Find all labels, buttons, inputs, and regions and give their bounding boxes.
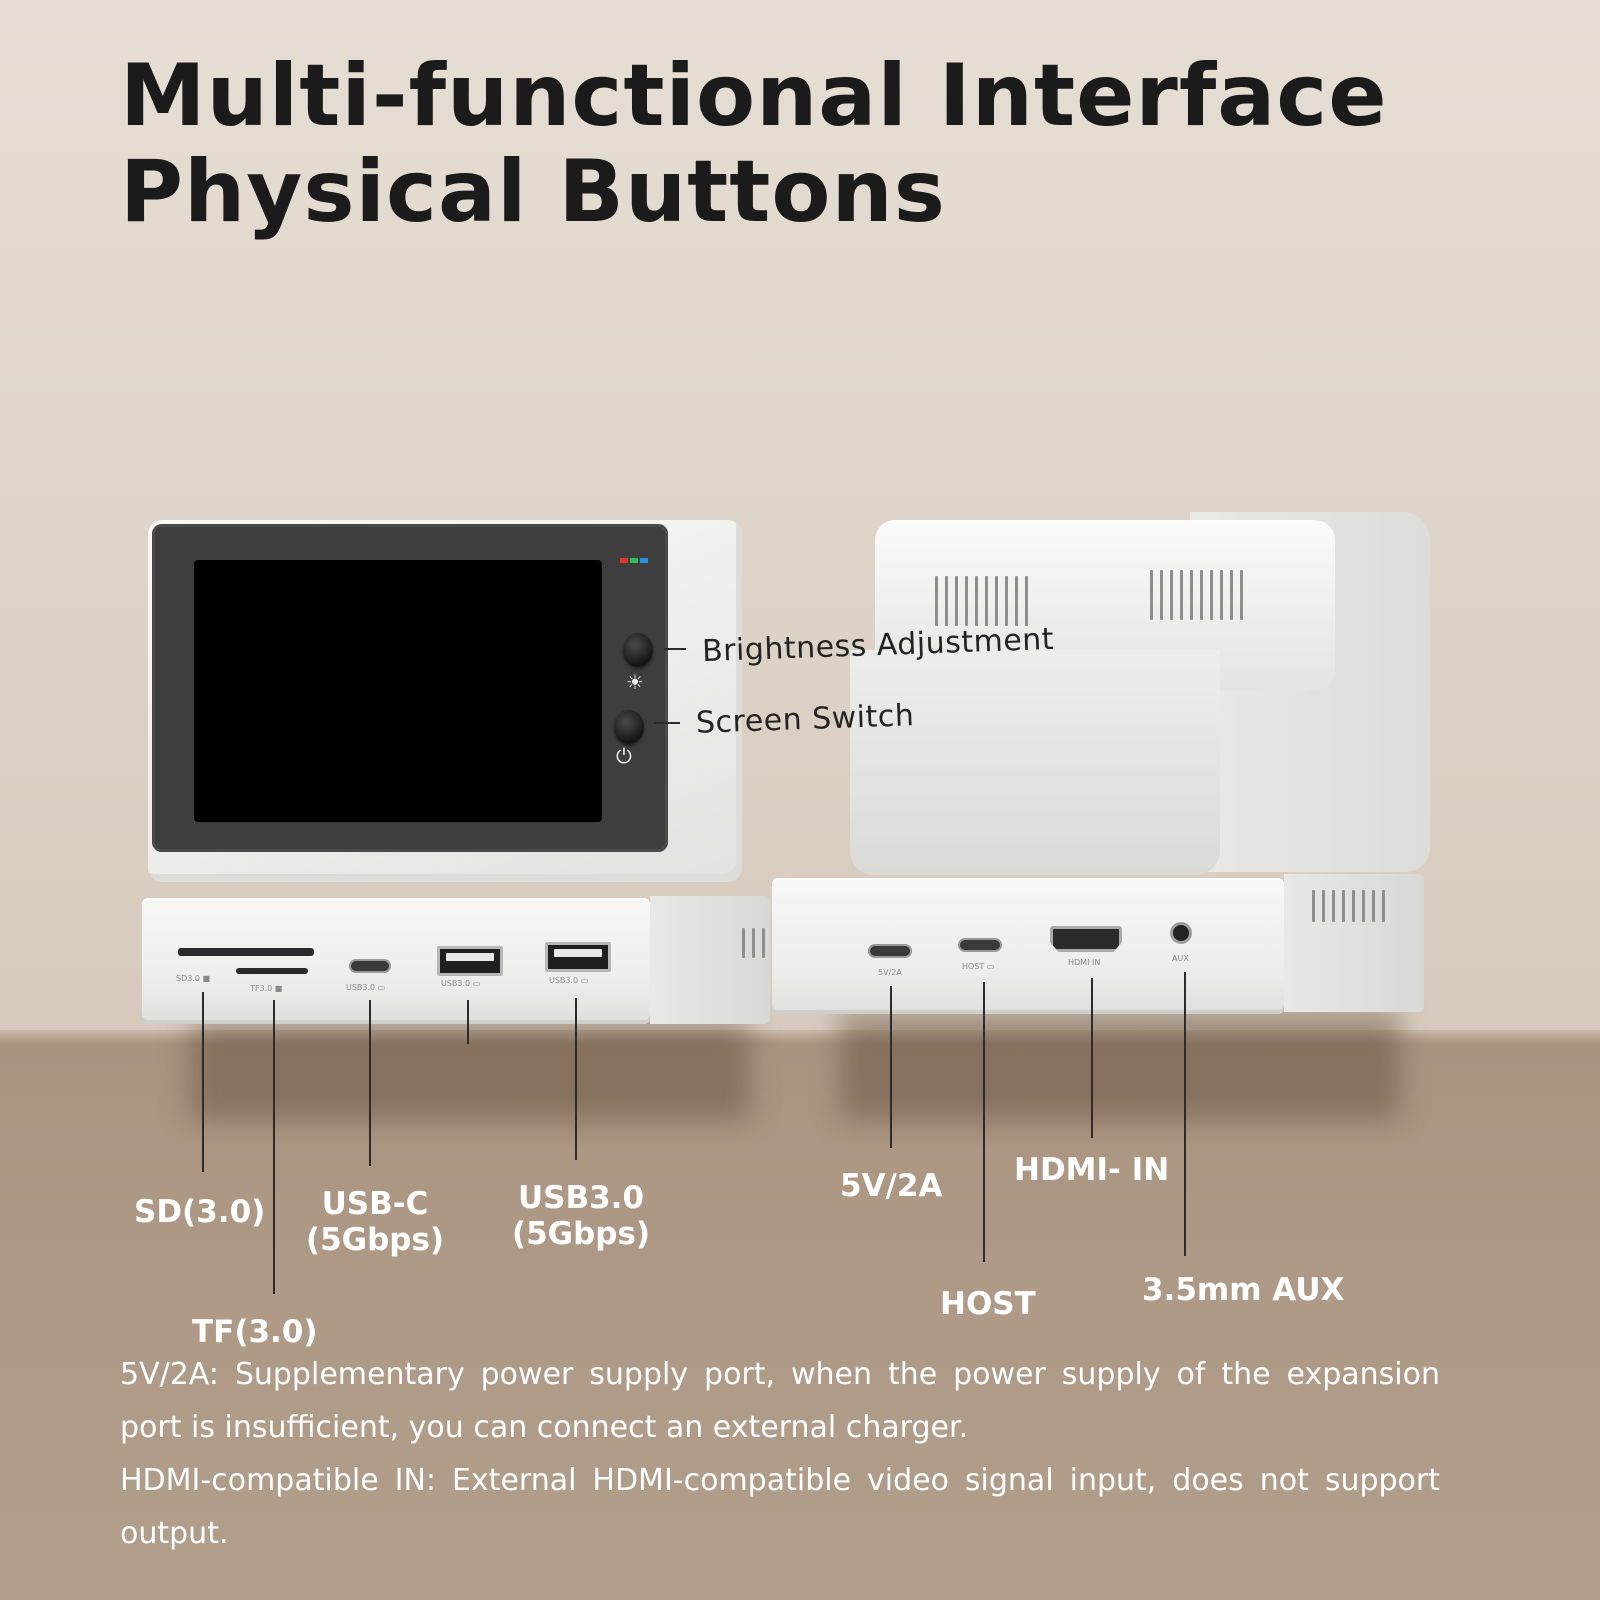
device-rear-shadow <box>840 1010 1400 1120</box>
usb-a-2-leader-line <box>575 998 577 1160</box>
host-usb-c-port[interactable] <box>958 938 1002 952</box>
usb-a-2-marking: USB3.0 ▭ <box>549 976 589 985</box>
usb3-label: USB3.0 (5Gbps) <box>496 1180 666 1252</box>
title-line-1: Multi-functional Interface <box>120 46 1388 146</box>
rear-vent-right <box>1150 570 1243 620</box>
brightness-knob[interactable] <box>623 633 653 667</box>
table-surface <box>0 1040 1600 1600</box>
usb-c-label: USB-C (5Gbps) <box>290 1186 460 1258</box>
hdmi-in-port[interactable] <box>1050 926 1122 952</box>
port-description-notes: 5V/2A: Supplementary power supply port, … <box>120 1348 1440 1560</box>
brightness-leader-line <box>664 648 686 650</box>
host-leader-line <box>983 982 985 1262</box>
aux-jack[interactable] <box>1170 922 1192 944</box>
led-red <box>620 558 628 563</box>
aux-marking: AUX <box>1172 954 1189 963</box>
sd-slot-marking: SD3.0 ■ <box>176 974 211 983</box>
tf-card-slot[interactable] <box>236 968 308 974</box>
power-label: 5V/2A <box>840 1168 943 1204</box>
power-usb-c-port[interactable] <box>868 944 912 958</box>
usb-a-port-2[interactable] <box>545 942 611 972</box>
host-label: HOST <box>940 1286 1036 1322</box>
hdmi-leader-line <box>1091 978 1093 1138</box>
host-port-marking: HOST ▭ <box>962 962 995 971</box>
power-leader-line <box>890 986 892 1148</box>
sd-leader-line <box>202 992 204 1172</box>
usb-c-label-line-1: USB-C <box>321 1186 429 1222</box>
tf-label: TF(3.0) <box>192 1314 318 1350</box>
usb-c-port[interactable] <box>349 959 391 973</box>
aux-leader-line <box>1184 972 1186 1256</box>
usb3-label-line-1: USB3.0 <box>517 1180 645 1216</box>
tf-leader-line <box>273 1000 275 1294</box>
power-port-note: 5V/2A: Supplementary power supply port, … <box>120 1357 1440 1445</box>
usb-c-marking: USB3.0 ▭ <box>346 983 386 992</box>
usb-a-port-1[interactable] <box>437 946 503 976</box>
power-port-marking: 5V/2A <box>878 968 902 977</box>
status-leds <box>620 558 648 563</box>
rear-base <box>772 878 1284 1014</box>
power-icon: ⏻ <box>616 746 632 768</box>
rear-side-vent <box>1312 890 1385 922</box>
monitor-screen <box>194 560 602 822</box>
front-side-vent <box>742 928 765 958</box>
page-title: Multi-functional Interface Physical Butt… <box>120 48 1388 240</box>
screen-switch-knob[interactable] <box>614 710 644 744</box>
aux-label: 3.5mm AUX <box>1142 1272 1345 1308</box>
hdmi-port-marking: HDMI IN <box>1068 958 1101 967</box>
sd-card-slot[interactable] <box>178 948 314 956</box>
tf-slot-marking: TF3.0 ■ <box>250 984 283 993</box>
sd-label: SD(3.0) <box>134 1194 266 1230</box>
front-base-side <box>650 896 770 1024</box>
rear-housing-body <box>850 650 1220 875</box>
usb-c-label-line-2: (5Gbps) <box>305 1222 445 1258</box>
led-green <box>630 558 638 563</box>
led-blue <box>640 558 648 563</box>
hdmi-port-note: HDMI-compatible IN: External HDMI-compat… <box>120 1463 1440 1551</box>
usb-a-1-marking: USB3.0 ▭ <box>441 979 481 988</box>
table-edge <box>0 1030 1600 1044</box>
usb-a-1-leader-line <box>467 1000 469 1044</box>
screen-switch-leader-line <box>654 722 680 724</box>
rear-vent-left <box>935 576 1028 626</box>
title-line-2: Physical Buttons <box>120 142 946 242</box>
device-front-shadow <box>190 1020 750 1120</box>
usb-c-leader-line <box>369 1000 371 1166</box>
hdmi-in-label: HDMI- IN <box>1014 1152 1170 1188</box>
sun-icon: ☀ <box>626 672 644 694</box>
usb3-label-line-2: (5Gbps) <box>511 1216 651 1252</box>
